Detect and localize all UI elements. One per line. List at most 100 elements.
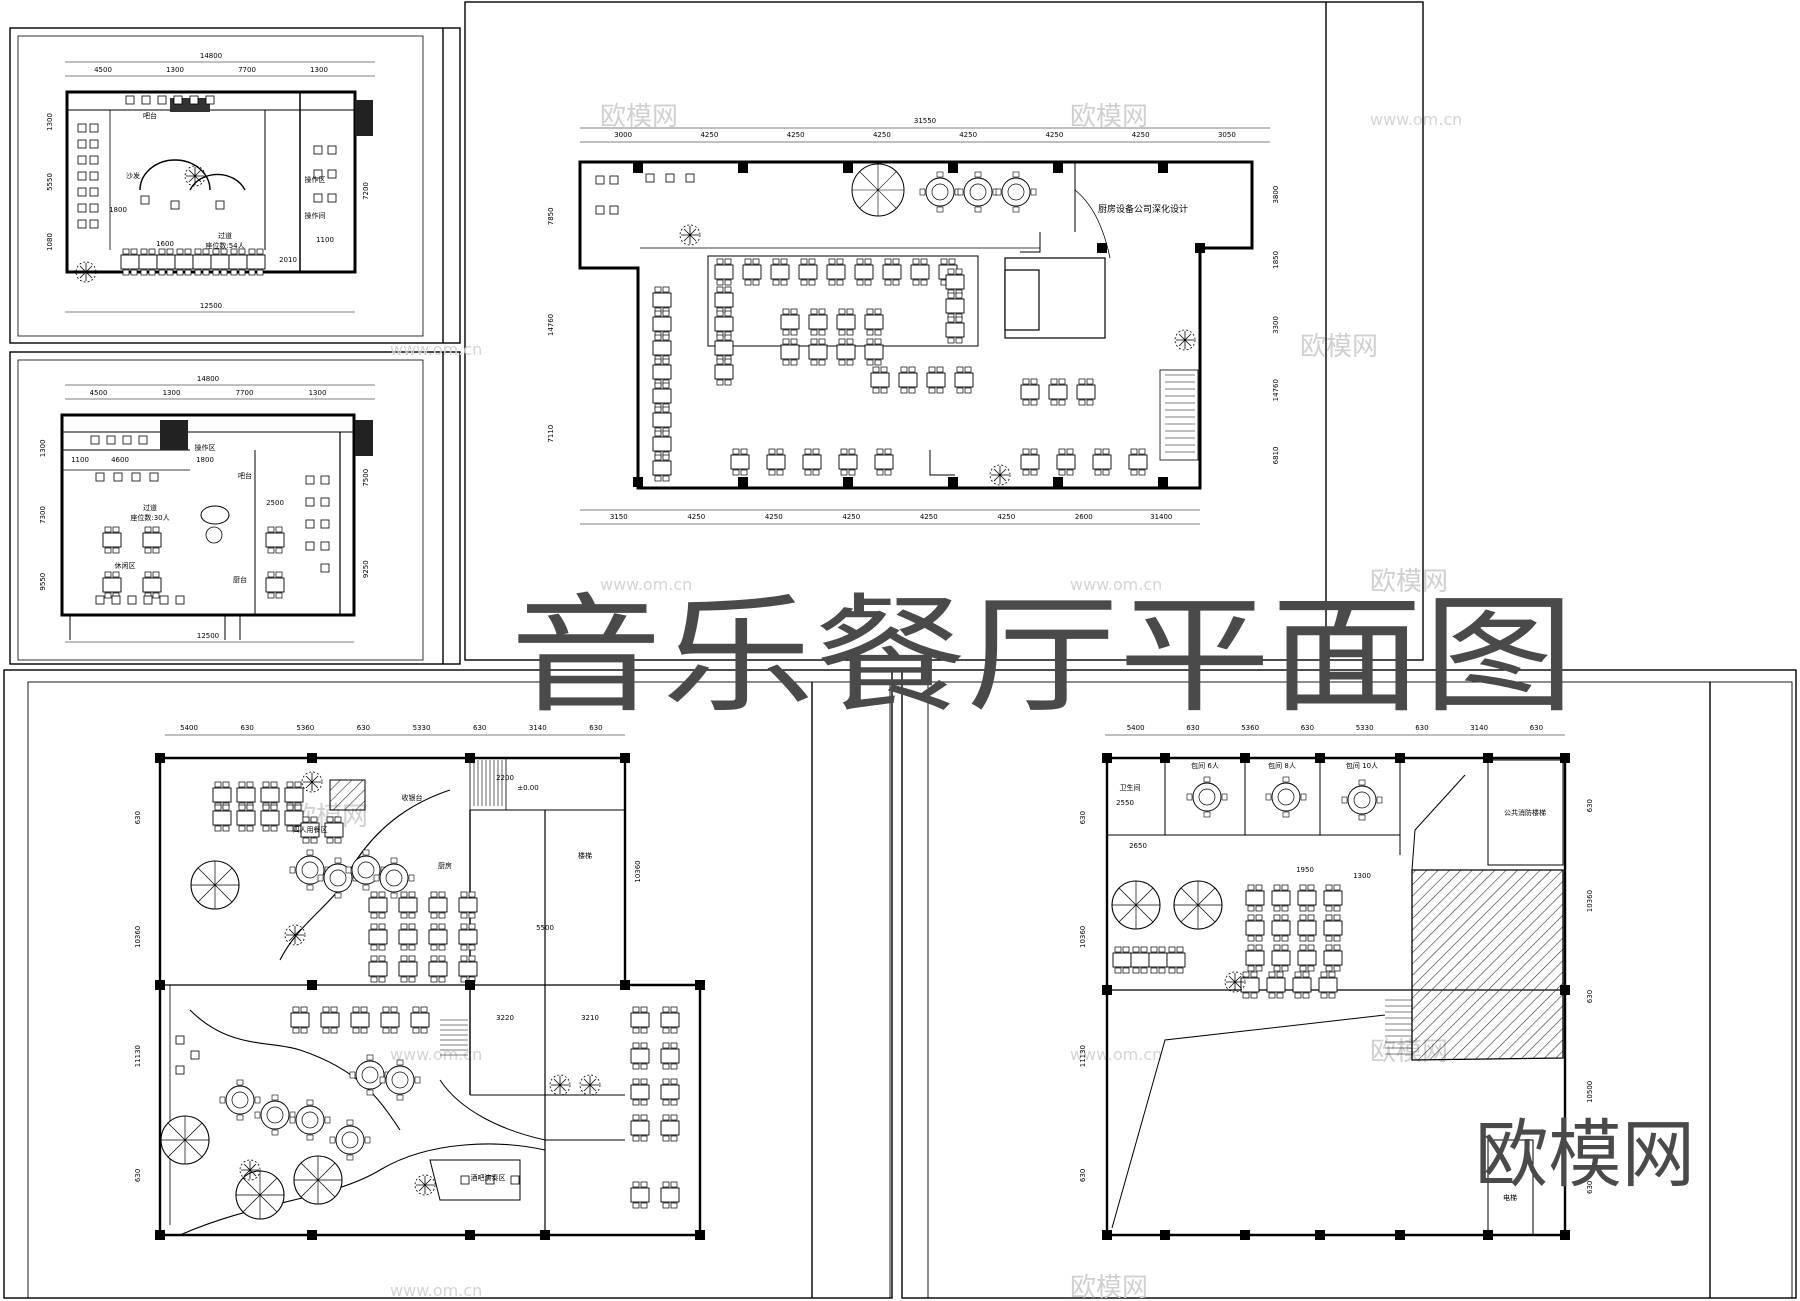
table bbox=[730, 448, 750, 476]
sheet4-stairs bbox=[440, 760, 503, 1056]
dimension-label: 7110 bbox=[547, 425, 555, 443]
dimension-label: 收银台 bbox=[402, 793, 423, 802]
column bbox=[620, 753, 630, 763]
column bbox=[1560, 1230, 1570, 1240]
dimension-label: 2550 bbox=[1116, 799, 1134, 807]
booth-table bbox=[290, 1006, 310, 1034]
booth-table bbox=[368, 923, 388, 951]
booth-table bbox=[458, 891, 478, 919]
table bbox=[630, 1078, 650, 1106]
table bbox=[260, 781, 280, 809]
watermark: 欧模网 bbox=[600, 102, 678, 132]
booth-table bbox=[714, 310, 734, 338]
dimension-label: 630 bbox=[1079, 811, 1087, 824]
watermark: www.om.cn bbox=[600, 575, 692, 594]
dimension-label: 5400 bbox=[1127, 724, 1145, 732]
plant bbox=[1174, 329, 1196, 351]
column bbox=[1102, 753, 1112, 763]
table bbox=[808, 308, 828, 336]
table bbox=[1271, 884, 1291, 912]
watermark: 欧模网 bbox=[1070, 102, 1148, 132]
table bbox=[1297, 884, 1317, 912]
dimension-label: 630 bbox=[1586, 1181, 1594, 1194]
chair bbox=[77, 203, 87, 213]
dimension-label: 6810 bbox=[1272, 446, 1280, 464]
chair bbox=[149, 472, 159, 482]
round-table bbox=[329, 1119, 371, 1161]
table bbox=[265, 571, 285, 599]
round-table bbox=[289, 849, 331, 891]
watermark: 欧模网 bbox=[1370, 567, 1448, 597]
booth-table bbox=[652, 382, 672, 410]
sheet5-labels: 卫生间包间 6人包间 8人包间 10人公共消防楼梯电梯2550265019501… bbox=[1116, 761, 1546, 1202]
round-table bbox=[219, 1079, 261, 1121]
booth-table bbox=[714, 358, 734, 386]
table bbox=[1323, 944, 1343, 972]
table bbox=[1092, 448, 1112, 476]
dimension-label: 吧台 bbox=[238, 471, 252, 480]
booth-table bbox=[320, 1006, 340, 1034]
table bbox=[780, 338, 800, 366]
table bbox=[630, 1181, 650, 1209]
chair bbox=[189, 95, 199, 105]
dimension-label: 过道 bbox=[143, 503, 157, 512]
column bbox=[1483, 1230, 1493, 1240]
dimension-label: 630 bbox=[134, 811, 142, 824]
round-table bbox=[317, 857, 359, 899]
chair bbox=[113, 472, 123, 482]
column bbox=[1560, 753, 1570, 763]
chair bbox=[320, 541, 330, 551]
dimension-label: 10500 bbox=[1586, 1081, 1594, 1103]
dimension-label: 5550 bbox=[46, 173, 54, 191]
dimension-label: 1300 bbox=[310, 66, 328, 74]
watermark: www.om.cn bbox=[1070, 575, 1162, 594]
table bbox=[1166, 946, 1186, 974]
column bbox=[1160, 753, 1170, 763]
chair bbox=[77, 219, 87, 229]
table bbox=[630, 1006, 650, 1034]
stall bbox=[685, 173, 695, 183]
dimension-label: 包间 8人 bbox=[1268, 761, 1296, 770]
column bbox=[1395, 1230, 1405, 1240]
column bbox=[1315, 753, 1325, 763]
table bbox=[1292, 971, 1312, 999]
dimension-label: 4250 bbox=[842, 513, 860, 521]
column bbox=[1315, 1230, 1325, 1240]
chair bbox=[175, 1035, 185, 1045]
dimension-label: 厨台 bbox=[233, 575, 247, 584]
dimension-label: 2650 bbox=[1129, 842, 1147, 850]
dimension-label: 7850 bbox=[547, 207, 555, 225]
column bbox=[843, 163, 853, 173]
table bbox=[1297, 944, 1317, 972]
dimension-label: 1100 bbox=[316, 236, 334, 244]
table bbox=[142, 526, 162, 554]
dimension-label: 2010 bbox=[279, 256, 297, 264]
chair bbox=[175, 595, 185, 605]
table bbox=[630, 1114, 650, 1142]
column bbox=[738, 163, 748, 173]
dimension-label: 5360 bbox=[1241, 724, 1259, 732]
chair bbox=[77, 123, 87, 133]
dimension-label: 4500 bbox=[94, 66, 112, 74]
booth-table bbox=[398, 955, 418, 983]
booth-table bbox=[652, 334, 672, 362]
column bbox=[695, 980, 705, 990]
booth-table bbox=[910, 258, 930, 286]
column bbox=[633, 477, 643, 487]
booth-table bbox=[652, 454, 672, 482]
booth-table bbox=[368, 891, 388, 919]
table bbox=[1323, 914, 1343, 942]
table bbox=[780, 308, 800, 336]
dimension-label: 31400 bbox=[1150, 513, 1172, 521]
dimension-label: 4250 bbox=[787, 131, 805, 139]
booth-table bbox=[410, 1006, 430, 1034]
table bbox=[1020, 448, 1040, 476]
